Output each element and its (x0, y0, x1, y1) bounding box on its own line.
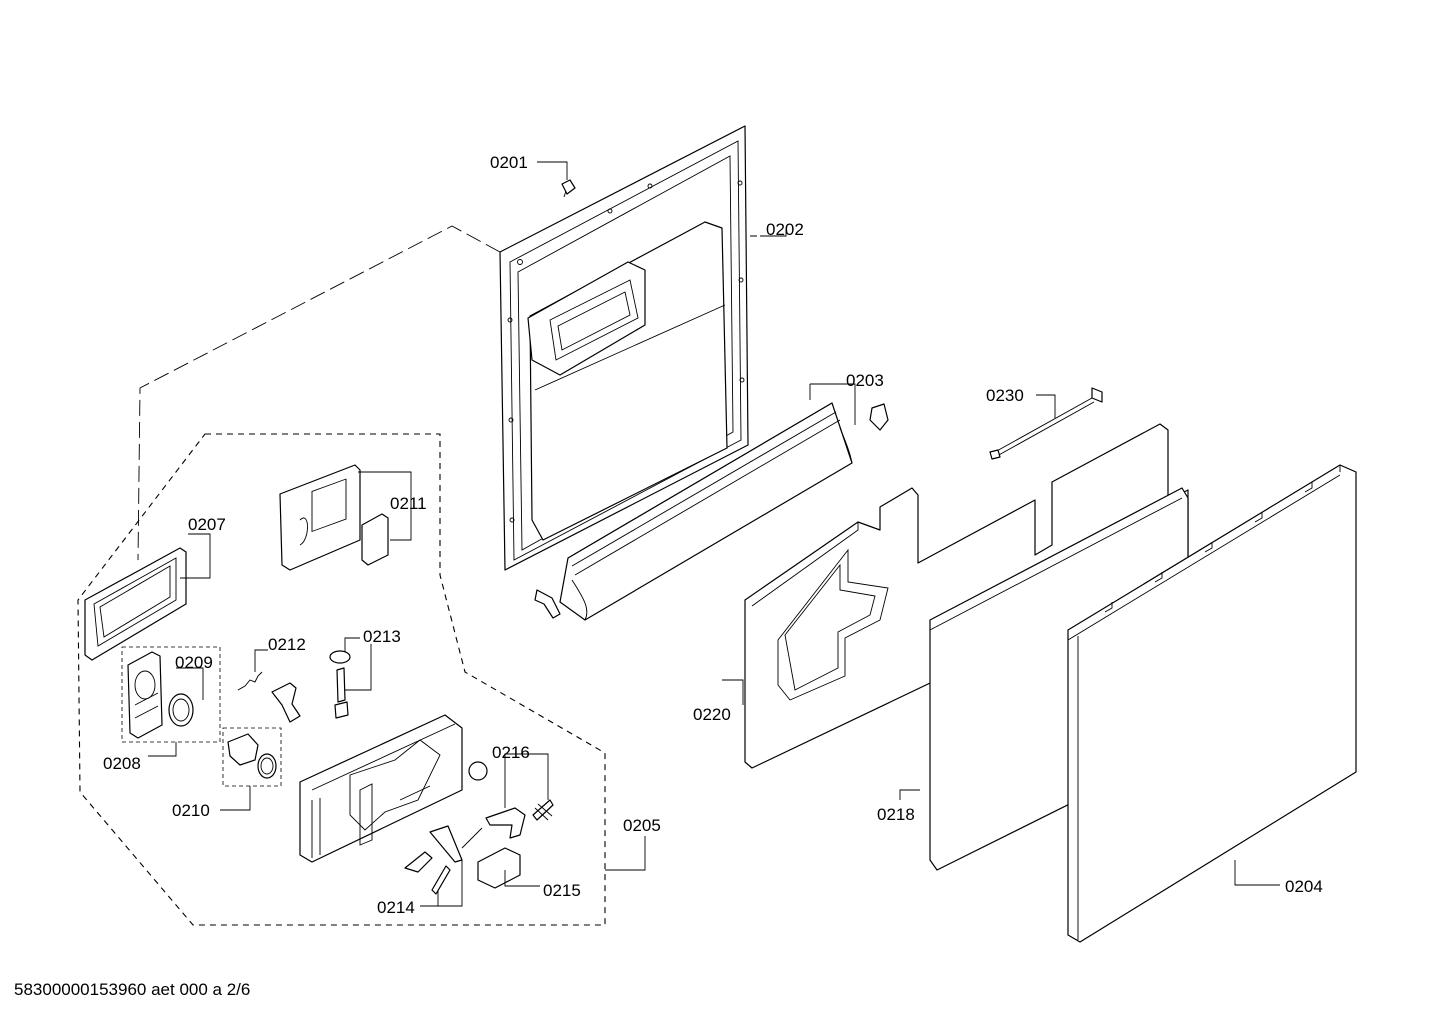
label-0201: 0201 (490, 153, 528, 172)
door-frame-0202 (499, 125, 749, 571)
label-0230: 0230 (986, 386, 1024, 405)
label-0209: 0209 (175, 653, 213, 672)
switch-0215 (477, 847, 521, 889)
seal-0209 (168, 693, 194, 727)
door-reference-line (137, 225, 501, 561)
label-0212: 0212 (268, 635, 306, 654)
part-labels: 0201 0202 0203 0230 0207 0211 0212 0213 … (103, 153, 1323, 917)
housing-0208 (127, 651, 163, 739)
group-box-0208 (121, 646, 221, 743)
label-0215: 0215 (543, 881, 581, 900)
label-0213: 0213 (363, 627, 401, 646)
label-0204: 0204 (1285, 877, 1323, 896)
label-0202: 0202 (766, 220, 804, 239)
label-0216: 0216 (492, 743, 530, 762)
filter-0211 (279, 464, 389, 571)
spring-latch-0214 (404, 825, 483, 895)
cable-tie-0230 (989, 387, 1103, 460)
label-0203: 0203 (846, 371, 884, 390)
lever-0212 (237, 671, 301, 723)
label-0207: 0207 (188, 515, 226, 534)
label-0218: 0218 (877, 805, 915, 824)
nozzle-0210 (227, 733, 277, 779)
label-0205: 0205 (623, 816, 661, 835)
dispenser-0205 (299, 714, 463, 863)
trim-rail-0203 (534, 402, 889, 621)
leader-lines (148, 161, 1280, 907)
lever-0216 (468, 761, 554, 839)
label-0210: 0210 (172, 801, 210, 820)
pin-0213 (329, 650, 351, 719)
label-0211: 0211 (390, 494, 427, 513)
front-panel-0204 (1067, 464, 1357, 943)
group-box-0210 (222, 727, 282, 787)
label-0214: 0214 (377, 898, 415, 917)
label-0220: 0220 (693, 705, 731, 724)
screw-0201 (561, 179, 576, 198)
gasket-0207 (84, 547, 187, 661)
label-0208: 0208 (103, 754, 141, 773)
document-id-footer: 58300000153960 aet 000 a 2/6 (14, 980, 251, 999)
